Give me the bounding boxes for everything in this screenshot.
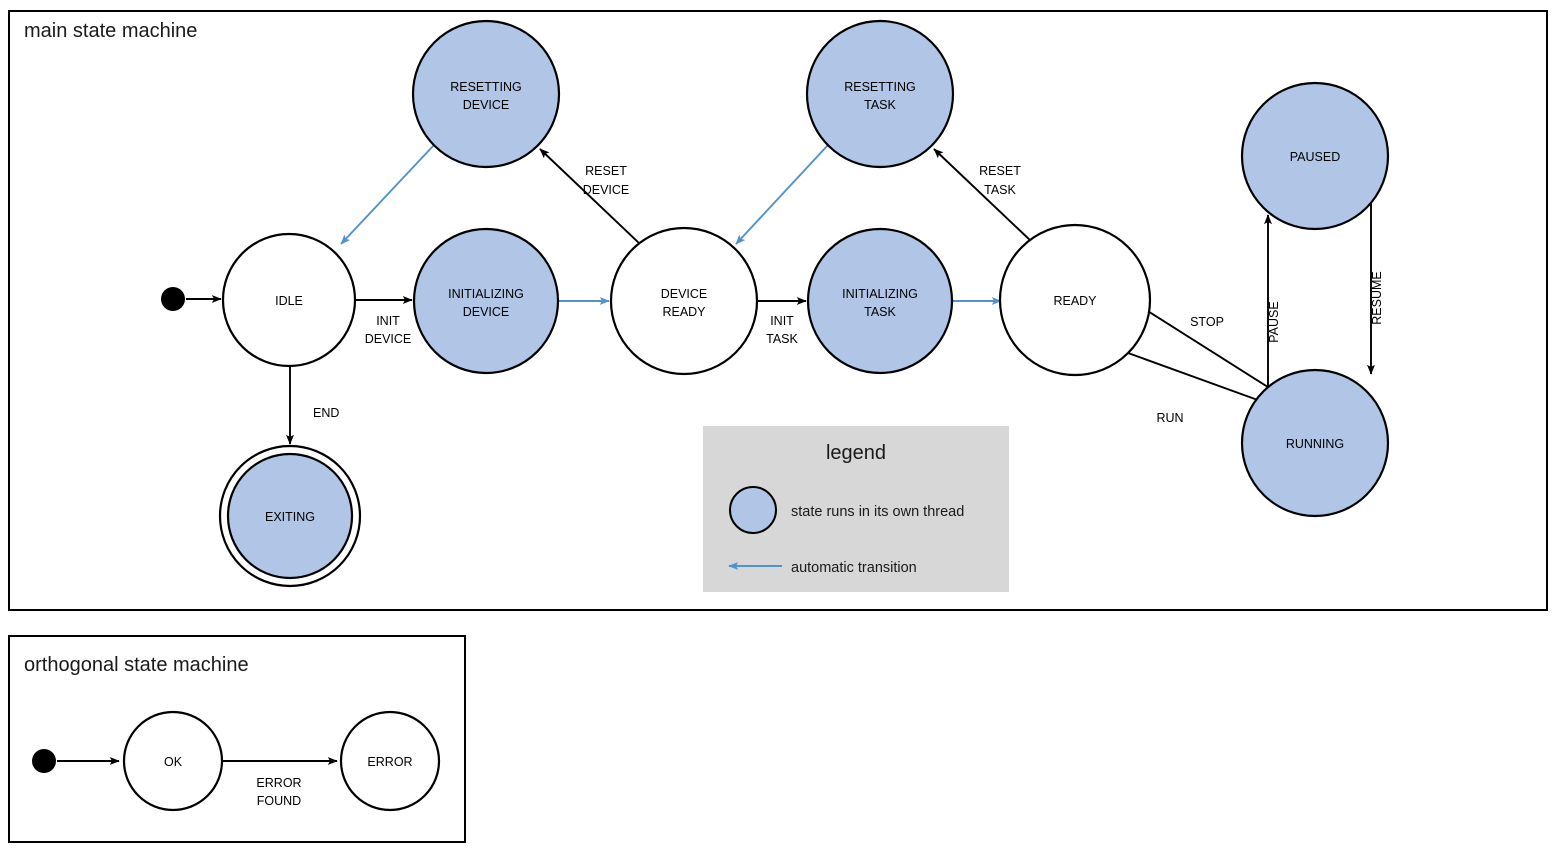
edge-label-resume: RESUME	[1370, 271, 1384, 324]
state-exiting-outer-ring	[218, 444, 362, 588]
state-device-ready-circle[interactable]	[609, 226, 759, 376]
state-paused[interactable]: PAUSED	[1240, 81, 1390, 231]
state-device-ready-label-line1: DEVICE	[661, 287, 708, 301]
initial-state-marker	[161, 287, 185, 311]
state-exiting[interactable]: EXITING	[218, 444, 362, 588]
transition-device-ready-to-resetting-device	[539, 148, 641, 245]
state-initializing-device-label-line2: DEVICE	[463, 305, 510, 319]
state-initializing-task-label-line2: TASK	[864, 305, 896, 319]
state-resetting-device-label-line2: DEVICE	[463, 98, 510, 112]
legend-thread-state-swatch	[729, 486, 777, 534]
state-error[interactable]: ERROR	[339, 710, 441, 812]
state-device-ready-label-line2: READY	[662, 305, 706, 319]
edge-label-end: END	[313, 406, 339, 420]
edge-label-reset-task-line2: TASK	[984, 183, 1016, 197]
state-initializing-task[interactable]: INITIALIZING TASK	[806, 227, 954, 375]
state-idle[interactable]: IDLE	[221, 232, 357, 368]
edge-label-reset-device-line1: RESET	[585, 164, 627, 178]
state-initializing-device-circle[interactable]	[412, 227, 560, 375]
edge-label-error-found-line1: ERROR	[256, 776, 301, 790]
state-device-ready[interactable]: DEVICE READY	[609, 226, 759, 376]
state-error-label: ERROR	[367, 755, 412, 769]
state-exiting-circle[interactable]	[226, 452, 354, 580]
legend-title: legend	[826, 442, 886, 464]
state-resetting-device-circle[interactable]	[411, 19, 561, 169]
state-error-circle[interactable]	[339, 710, 441, 812]
state-running-label: RUNNING	[1286, 437, 1344, 451]
state-initializing-device-label-line1: INITIALIZING	[448, 287, 524, 301]
state-ready[interactable]: READY	[998, 223, 1152, 377]
state-running[interactable]: RUNNING	[1240, 368, 1390, 518]
edge-label-reset-device-line2: DEVICE	[583, 183, 630, 197]
state-exiting-label: EXITING	[265, 510, 315, 524]
state-paused-circle[interactable]	[1240, 81, 1390, 231]
edge-label-stop: STOP	[1190, 315, 1224, 329]
edge-label-reset-task-line1: RESET	[979, 164, 1021, 178]
orthogonal-initial-state-marker	[32, 749, 56, 773]
state-initializing-device[interactable]: INITIALIZING DEVICE	[412, 227, 560, 375]
main-machine-title: main state machine	[24, 20, 197, 42]
state-paused-label: PAUSED	[1290, 150, 1340, 164]
state-ready-label: READY	[1053, 294, 1097, 308]
state-running-circle[interactable]	[1240, 368, 1390, 518]
state-resetting-task-circle[interactable]	[805, 19, 955, 169]
state-ready-circle[interactable]	[998, 223, 1152, 377]
legend: legend state runs in its own thread auto…	[703, 426, 1009, 592]
edge-label-pause: PAUSE	[1267, 301, 1281, 342]
legend-auto-transition-text: automatic transition	[791, 560, 917, 576]
orthogonal-machine-title: orthogonal state machine	[24, 654, 249, 676]
state-ok-label: OK	[164, 755, 183, 769]
state-resetting-task-label-line1: RESETTING	[844, 80, 916, 94]
transition-ready-to-running	[1127, 352, 1267, 404]
edge-label-run: RUN	[1156, 411, 1183, 425]
edge-label-init-task-line1: INIT	[770, 314, 794, 328]
state-idle-circle[interactable]	[221, 232, 357, 368]
transition-ready-to-resetting-task	[933, 148, 1033, 243]
state-ok-circle[interactable]	[122, 710, 224, 812]
state-initializing-task-label-line1: INITIALIZING	[842, 287, 918, 301]
edge-label-init-task-line2: TASK	[766, 332, 798, 346]
edge-label-init-device-line1: INIT	[376, 314, 400, 328]
edge-label-error-found-line2: FOUND	[257, 794, 301, 808]
state-ok[interactable]: OK	[122, 710, 224, 812]
edge-label-init-device-line2: DEVICE	[365, 332, 412, 346]
legend-thread-state-text: state runs in its own thread	[791, 504, 964, 520]
state-idle-label: IDLE	[275, 294, 303, 308]
state-resetting-task[interactable]: RESETTING TASK	[805, 19, 955, 169]
transition-resetting-task-to-device-ready	[735, 144, 829, 245]
state-resetting-device[interactable]: RESETTING DEVICE	[411, 19, 561, 169]
transition-running-to-ready	[1134, 302, 1272, 390]
state-resetting-device-label-line1: RESETTING	[450, 80, 522, 94]
state-initializing-task-circle[interactable]	[806, 227, 954, 375]
transition-resetting-device-to-idle	[340, 144, 435, 245]
state-resetting-task-label-line2: TASK	[864, 98, 896, 112]
